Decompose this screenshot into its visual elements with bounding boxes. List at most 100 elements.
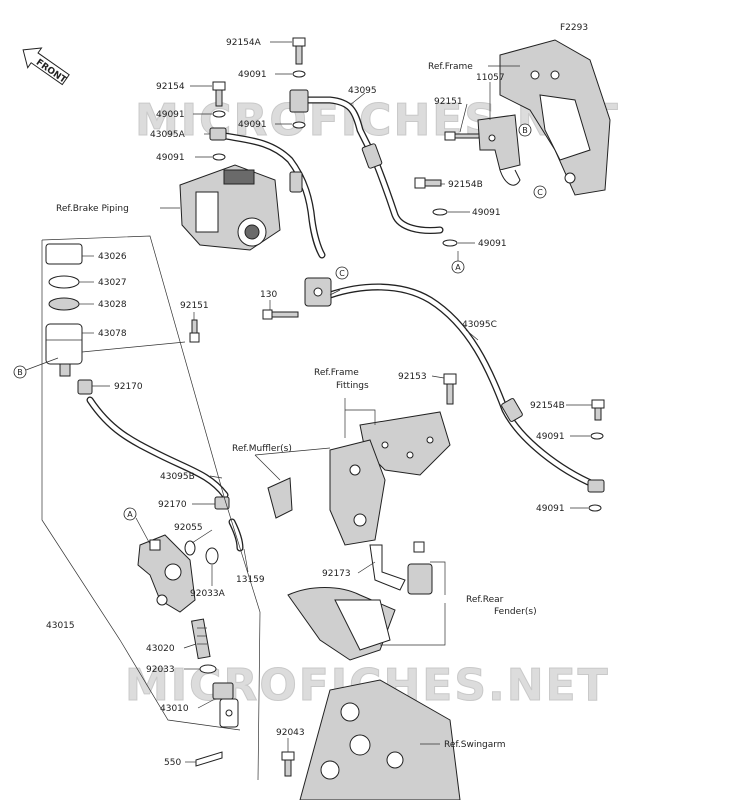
label-92154B-top: 92154B xyxy=(448,180,483,190)
bolt-130 xyxy=(262,309,299,320)
label-49091-a: 49091 xyxy=(238,70,267,80)
bracket-11057 xyxy=(477,114,521,186)
bolt-92154B-right xyxy=(591,399,605,421)
callout-b-reservoir: B xyxy=(13,365,27,379)
label-49091-b: 49091 xyxy=(156,110,185,120)
reservoir-43078 xyxy=(45,323,83,377)
label-43026: 43026 xyxy=(98,252,127,262)
label-49091-e: 49091 xyxy=(472,208,501,218)
frame-bracket xyxy=(499,39,611,196)
banjo-43095C xyxy=(587,479,605,493)
label-92170-b: 92170 xyxy=(158,500,187,510)
bolt-92154B-top xyxy=(414,177,442,189)
label-92170-a: 92170 xyxy=(114,382,143,392)
diaphragm-43028 xyxy=(48,297,80,311)
callout-a-cylinder: A xyxy=(123,507,137,521)
label-49091-g: 49091 xyxy=(536,432,565,442)
label-ref-frame-fittings-2: Fittings xyxy=(336,381,369,391)
footrest-bracket xyxy=(329,439,386,546)
label-130: 130 xyxy=(260,290,277,300)
push-rod-43020 xyxy=(191,618,211,660)
clevis-43010 xyxy=(212,682,239,728)
washer-49091-h xyxy=(588,504,602,512)
muffler-bracket xyxy=(267,477,293,519)
front-arrow-icon: FRONT xyxy=(22,47,70,86)
clamp-92170-a xyxy=(77,379,93,395)
label-92033A: 92033A xyxy=(190,589,226,599)
label-43027: 43027 xyxy=(98,278,127,288)
washer-49091-a xyxy=(292,70,306,78)
bolt-92151-top xyxy=(444,131,480,141)
clamp-92170-b xyxy=(214,496,230,510)
washer-49091-b xyxy=(212,110,226,118)
label-92173: 92173 xyxy=(322,569,351,579)
label-ref-rear-fender-2: Fender(s) xyxy=(494,607,537,617)
leader-lines xyxy=(25,41,592,781)
oring-92055 xyxy=(184,540,196,556)
label-550: 550 xyxy=(164,758,181,768)
label-ref-frame: Ref.Frame xyxy=(428,62,473,72)
circlip-92033 xyxy=(199,664,217,674)
reservoir-cap-43026 xyxy=(45,243,83,265)
washer-49091-f xyxy=(442,239,458,247)
label-49091-d: 49091 xyxy=(156,153,185,163)
washer-49091-c xyxy=(292,121,306,129)
label-43095B: 43095B xyxy=(160,472,195,482)
bolt-92154 xyxy=(212,81,226,107)
callout-c-joint: C xyxy=(335,266,349,280)
svg-text:B: B xyxy=(17,368,23,377)
label-11057: 11057 xyxy=(476,73,505,83)
label-ref-rear-fender-1: Ref.Rear xyxy=(466,595,504,605)
label-49091-f: 49091 xyxy=(478,239,507,249)
bolt-92151-left xyxy=(189,319,200,343)
svg-text:C: C xyxy=(537,188,543,197)
abs-unit xyxy=(179,164,281,251)
svg-text:C: C xyxy=(339,269,345,278)
label-92033: 92033 xyxy=(146,665,175,675)
label-ref-frame-fittings-1: Ref.Frame xyxy=(314,368,359,378)
label-92151-left: 92151 xyxy=(180,301,209,311)
hose-clamp-43095 xyxy=(361,143,383,169)
circlip-92033A xyxy=(205,547,219,565)
label-43095C: 43095C xyxy=(462,320,497,330)
hose-clamp-43095A xyxy=(289,171,303,193)
label-92151-top: 92151 xyxy=(434,97,463,107)
callout-c-frame: C xyxy=(533,185,547,199)
label-92043: 92043 xyxy=(276,728,305,738)
hose-clamp-43095C xyxy=(501,398,523,422)
svg-text:A: A xyxy=(455,263,461,272)
bracket-92173 xyxy=(369,541,433,595)
label-43095: 43095 xyxy=(348,86,377,96)
label-49091-c: 49091 xyxy=(238,120,267,130)
label-43028: 43028 xyxy=(98,300,127,310)
label-49091-h: 49091 xyxy=(536,504,565,514)
callout-a-top: A xyxy=(451,260,465,274)
bolt-92153 xyxy=(443,373,457,405)
label-92153: 92153 xyxy=(398,372,427,382)
label-92154: 92154 xyxy=(156,82,185,92)
banjo-fitting-top xyxy=(289,89,309,113)
hose-43095B xyxy=(86,396,229,499)
washer-49091-d xyxy=(212,153,226,161)
svg-text:B: B xyxy=(522,126,528,135)
part-number-labels: 92154A 49091 92154 49091 43095A 49091 49… xyxy=(46,38,565,768)
label-ref-swingarm: Ref.Swingarm xyxy=(444,740,506,750)
label-43095A: 43095A xyxy=(150,130,186,140)
label-92055: 92055 xyxy=(174,523,203,533)
label-13159: 13159 xyxy=(236,575,265,585)
label-92154B-right: 92154B xyxy=(530,401,565,411)
label-43010: 43010 xyxy=(160,704,189,714)
reference-labels: Ref.Frame Ref.Brake Piping Ref.Frame Fit… xyxy=(56,62,537,750)
washer-49091-e xyxy=(432,208,448,216)
label-ref-muffler: Ref.Muffler(s) xyxy=(232,444,292,454)
washer-49091-g xyxy=(590,432,604,440)
bolt-92043 xyxy=(281,751,295,777)
callout-b-frame: B xyxy=(518,123,532,137)
diagram-code: F2293 xyxy=(560,23,588,33)
joint-block xyxy=(304,277,332,307)
label-43020: 43020 xyxy=(146,644,175,654)
label-43078: 43078 xyxy=(98,329,127,339)
label-43015: 43015 xyxy=(46,621,75,631)
rear-fender xyxy=(287,587,396,661)
